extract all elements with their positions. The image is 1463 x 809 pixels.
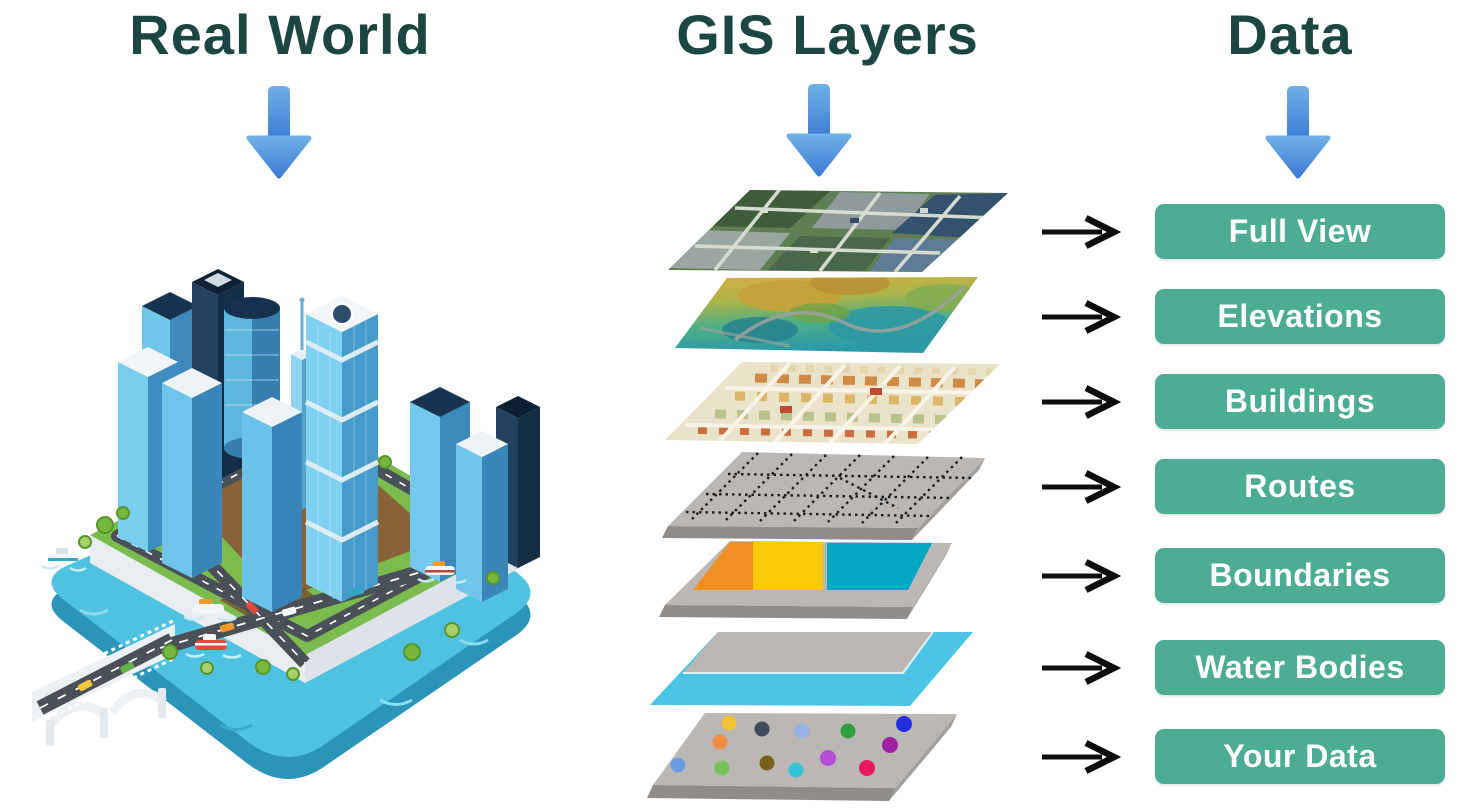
road-dashes [179,531,306,664]
real-world-heading: Real World [129,3,431,66]
data-label-routes: Routes [1155,459,1445,514]
helipad [331,303,353,325]
boundary-zone-yellow [753,542,823,590]
down-arrow-icon [786,84,852,177]
data-points-layer [647,713,957,801]
trees-front [78,506,500,681]
skyscrapers [118,269,540,612]
data-label-water-bodies: Water Bodies [1155,640,1445,695]
down-arrow-icon [1265,86,1331,179]
city-illustration [31,269,540,779]
map-arrow-icon [1042,740,1122,774]
data-heading: Data [1227,3,1353,66]
buildings-map-layer [665,362,1000,444]
map-arrow-icon [1042,215,1122,249]
water-bodies-layer [650,631,973,706]
elevation-terrain-layer [675,277,978,353]
boundaries-layer [659,541,952,619]
map-arrow-icon [1042,385,1122,419]
map-arrow-icon [1042,470,1122,504]
data-label-elevations: Elevations [1155,289,1445,344]
satellite-imagery-layer [668,190,1008,272]
bridge-railing [31,618,176,690]
gis-layers-heading: GIS Layers [676,3,979,66]
bridge-pier [100,708,108,738]
map-arrow-icon [1042,300,1122,334]
bridge-pier [158,688,166,718]
map-arrow-icon [1042,651,1122,685]
down-arrow-icon [246,86,312,179]
data-label-buildings: Buildings [1155,374,1445,429]
boats [41,548,467,659]
boundary-zone-teal [827,543,932,590]
cars [78,586,365,692]
bridge-arch [108,688,167,715]
data-label-boundaries: Boundaries [1155,548,1445,603]
bridge-pier [46,720,54,746]
boundary-zone-orange [693,542,753,590]
data-label-full-view: Full View [1155,204,1445,259]
bridge-railing [31,656,176,728]
data-label-your-data: Your Data [1155,729,1445,784]
data-dots [670,715,912,778]
map-arrow-icon [1042,559,1122,593]
gis-layer-stack [647,190,1008,801]
routes-grid-layer [662,452,985,540]
